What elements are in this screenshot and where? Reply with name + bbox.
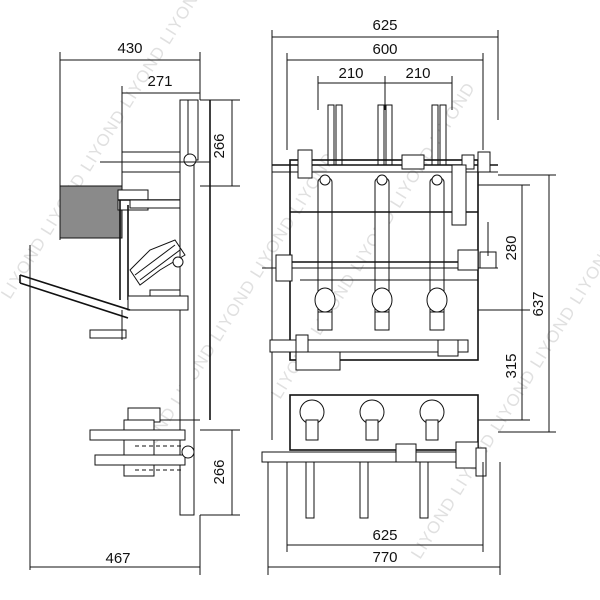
- dim-side-height-upper: 266: [211, 133, 228, 158]
- front-view: 625 600 210 210: [261, 17, 556, 575]
- dim-side-width-top: 430: [117, 40, 142, 57]
- dim-front-width-bottom-inner: 625: [372, 527, 397, 544]
- dim-front-height-280: 280: [503, 235, 520, 260]
- operating-shaft: [269, 339, 469, 353]
- dim-front-width-bottom-outer: 770: [372, 549, 397, 566]
- dim-side-width-inner: 271: [147, 73, 172, 90]
- dim-side-width-bottom: 467: [105, 550, 130, 567]
- dim-front-width-top-outer: 625: [372, 17, 397, 34]
- dim-front-height-637: 637: [530, 291, 547, 316]
- phase-insulators: [314, 174, 448, 331]
- dim-front-height-315: 315: [503, 353, 520, 378]
- watermark-group: LIYOND LIYOND LIYOND LIYOND LIYOND LIYON…: [0, 0, 600, 562]
- dim-front-width-top-inner: 600: [372, 41, 397, 58]
- side-grey-panel: [59, 185, 123, 239]
- dim-side-height-lower: 266: [211, 459, 228, 484]
- dim-front-pitch-right: 210: [405, 65, 430, 82]
- dim-front-pitch-left: 210: [338, 65, 363, 82]
- side-view: 430 271 266: [19, 40, 240, 575]
